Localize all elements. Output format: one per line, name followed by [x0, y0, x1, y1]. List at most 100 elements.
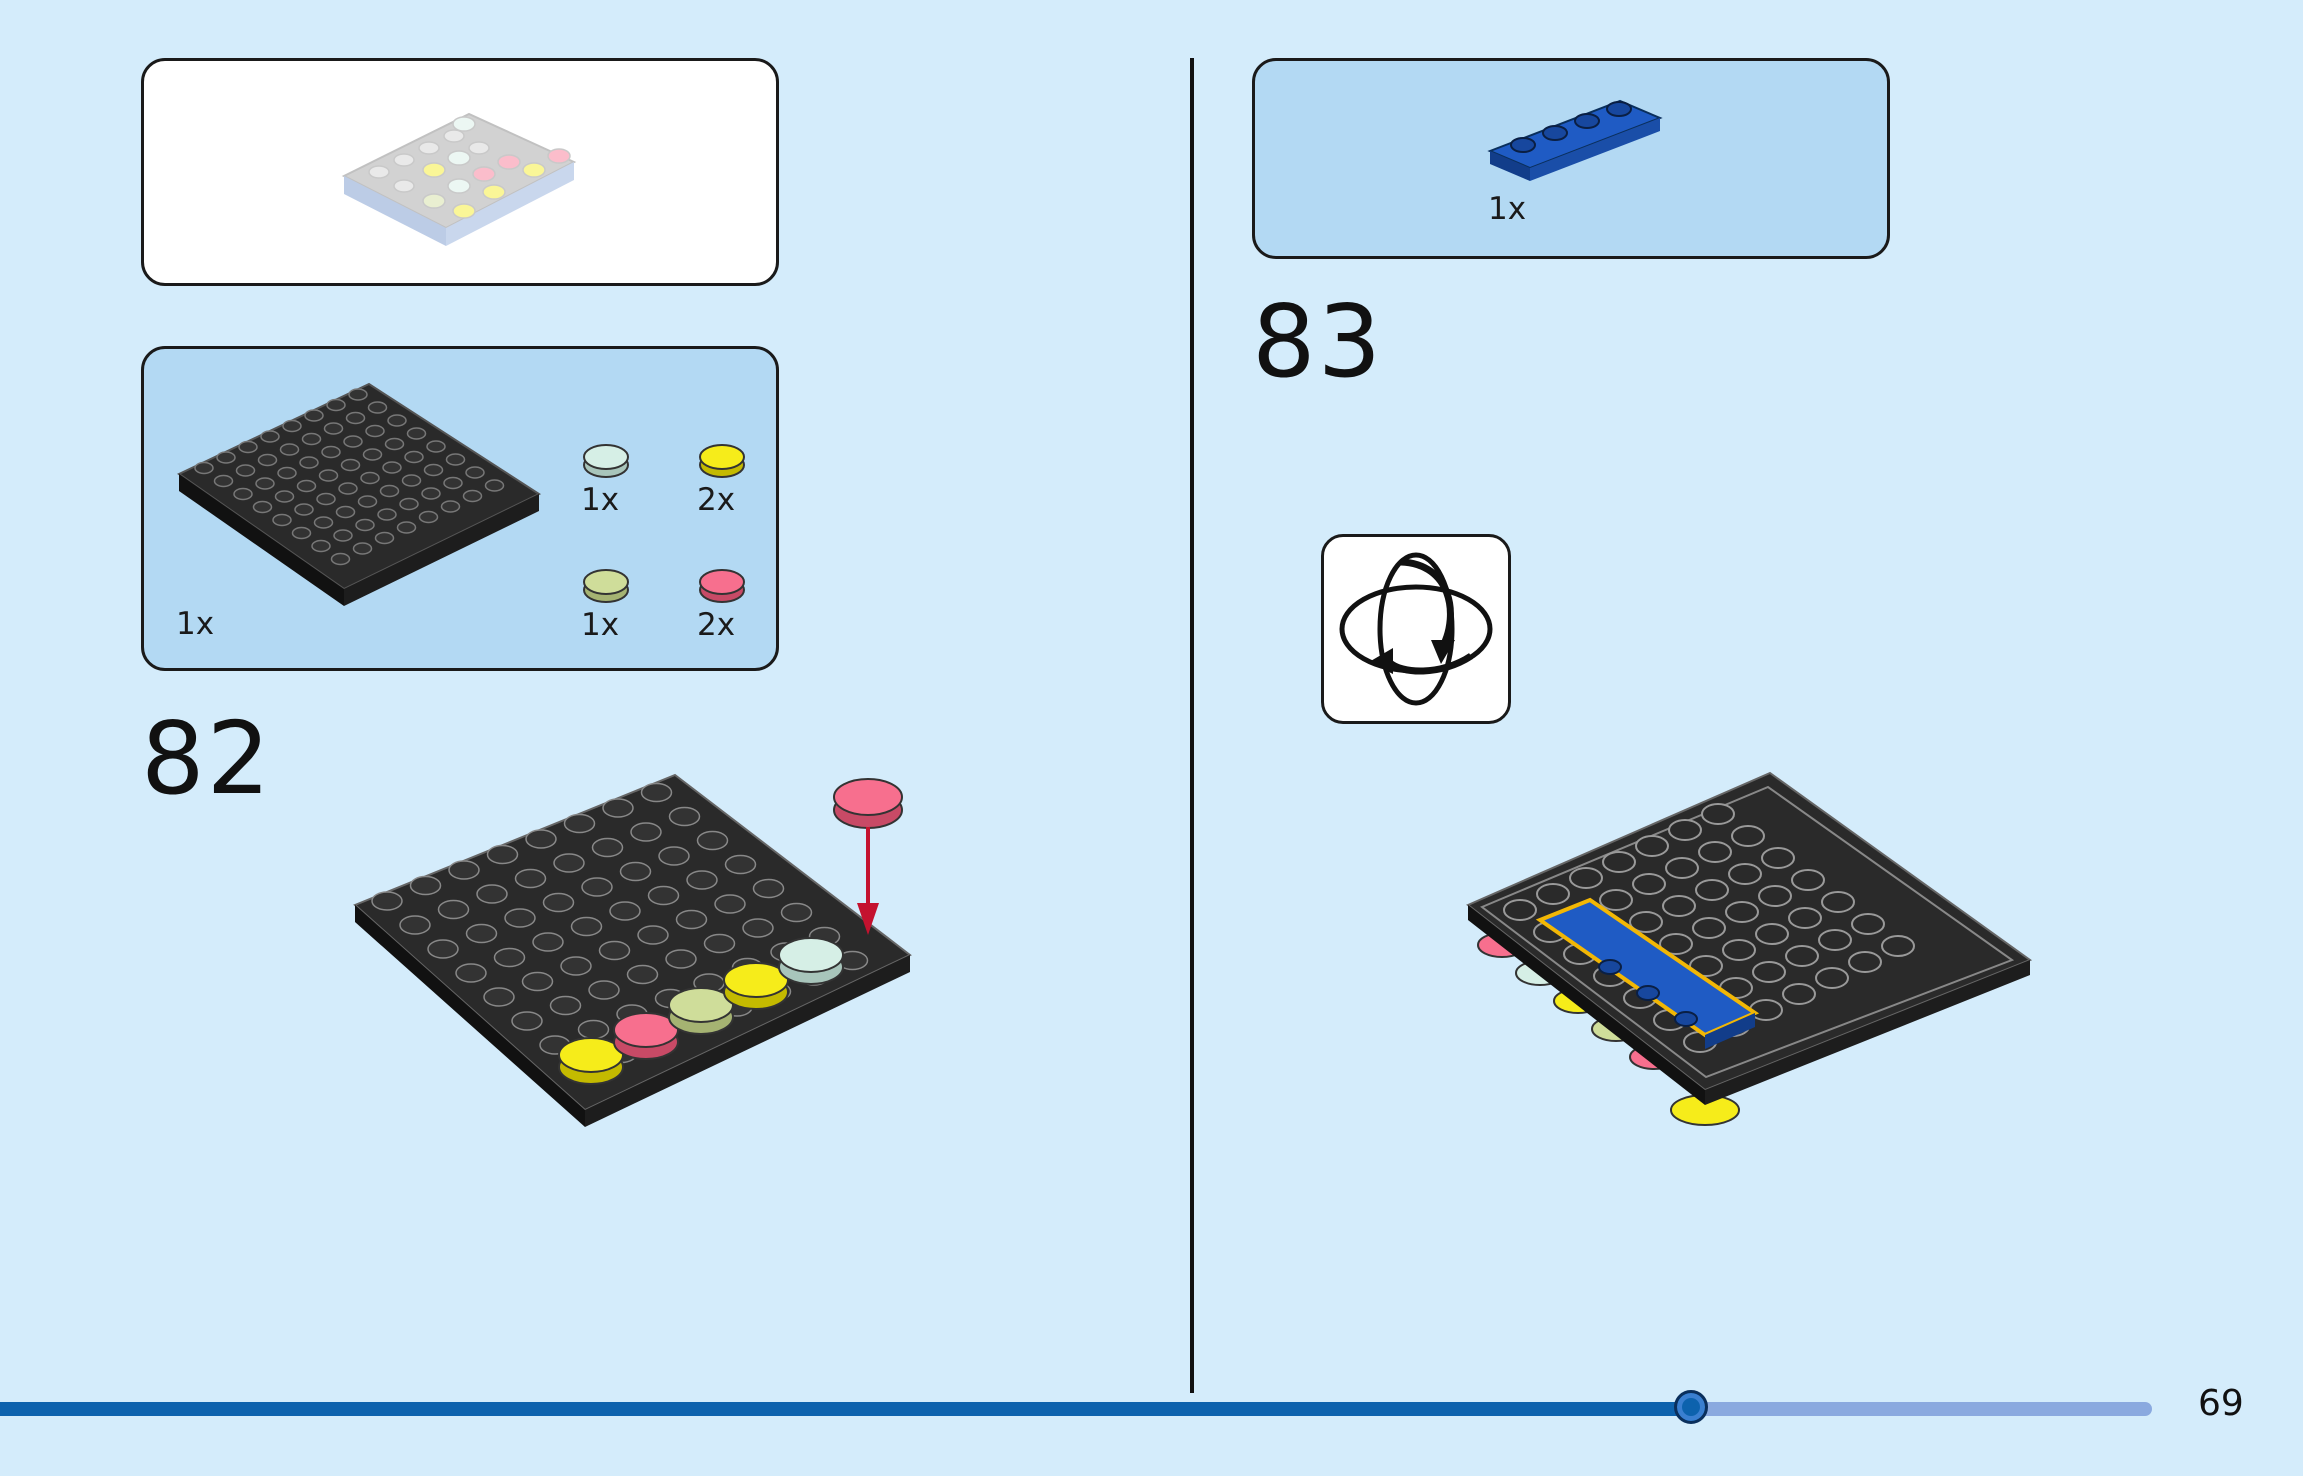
- parts-list-panel-step-82: 1x 1x 2x 1x 2x: [141, 346, 779, 671]
- plate-tube: [1731, 825, 1765, 847]
- plate-stud: [609, 901, 641, 921]
- plate-tube: [1632, 873, 1666, 895]
- plate-stud: [560, 956, 592, 976]
- plate-stud: [696, 830, 729, 851]
- plate-stud: [581, 877, 613, 897]
- plate-stud: [323, 422, 344, 435]
- plate-stud: [437, 899, 470, 920]
- plate-stud: [274, 490, 295, 503]
- plate-stud: [427, 939, 459, 959]
- plate-stud: [423, 463, 444, 477]
- plate-tube: [1815, 967, 1849, 989]
- plate-stud: [418, 510, 439, 524]
- plate-stud: [365, 424, 385, 438]
- plate-stud: [525, 829, 557, 849]
- plate-stud: [272, 513, 292, 527]
- plate-stud: [553, 853, 585, 873]
- plate-tube: [1881, 935, 1915, 957]
- previous-build-preview-panel: [141, 58, 779, 286]
- plate-stud: [216, 451, 236, 464]
- plate-stud: [316, 492, 336, 506]
- plate-stud: [338, 482, 358, 495]
- plate-stud: [563, 813, 596, 834]
- progress-knob: [1674, 1390, 1708, 1424]
- plate-stud: [399, 915, 431, 935]
- plate-stud: [465, 466, 485, 479]
- plate-stud: [426, 440, 446, 453]
- plate-stud: [374, 531, 395, 545]
- plate-stud: [486, 844, 519, 865]
- plate-stud: [340, 458, 361, 472]
- plate-stud: [443, 476, 463, 490]
- blue-plate-quantity: 1x: [1488, 191, 1527, 227]
- plate-stud: [455, 963, 487, 983]
- plate-tube: [1602, 851, 1636, 873]
- plate-stud: [630, 822, 662, 842]
- plate-stud: [742, 918, 774, 938]
- plate-stud: [371, 891, 403, 911]
- page-divider: [1190, 58, 1194, 1393]
- progress-fill: [0, 1402, 1691, 1416]
- plate-tube: [1851, 913, 1885, 935]
- plate-stud: [483, 987, 515, 1007]
- plate-tube: [1659, 933, 1693, 955]
- plate-stud: [279, 443, 300, 456]
- tile-round-pink-part: [699, 569, 745, 603]
- plate-tube: [1536, 883, 1570, 905]
- plate-stud: [299, 456, 319, 469]
- plate-stud: [665, 949, 697, 969]
- plate-stud: [668, 806, 701, 827]
- plate-tube: [1662, 895, 1696, 917]
- plate-stud: [213, 474, 234, 488]
- plate-tube: [1761, 847, 1795, 869]
- plate-tube: [1722, 939, 1756, 961]
- plate-stud: [570, 916, 603, 937]
- plate-stud: [549, 995, 582, 1016]
- tile-mint-quantity: 1x: [581, 482, 620, 518]
- plate-stud: [445, 453, 466, 466]
- plate-stud: [409, 875, 442, 896]
- plate-tube: [1848, 951, 1882, 973]
- plate-stud: [421, 487, 441, 500]
- plate-tube: [1698, 841, 1732, 863]
- plate-stud: [257, 453, 278, 467]
- plate-tube: [1782, 983, 1816, 1005]
- parts-list-panel-step-83: 1x: [1252, 58, 1890, 259]
- plate-tube: [1818, 929, 1852, 951]
- plate-tube: [1503, 899, 1537, 921]
- plate-tube: [1758, 885, 1792, 907]
- plate-tube: [1728, 863, 1762, 885]
- plate-stud: [647, 885, 680, 906]
- plate-tube: [1695, 879, 1729, 901]
- plate-stud: [345, 411, 366, 425]
- plate-stud: [703, 933, 736, 954]
- plate-stud: [343, 435, 363, 448]
- plate-stud: [588, 980, 620, 1000]
- step-82-build-illustration: [353, 773, 912, 1127]
- plate-stud: [752, 878, 785, 899]
- plate-tube: [1599, 889, 1633, 911]
- plate-stud: [194, 461, 214, 475]
- plate-stud: [277, 466, 297, 480]
- faded-model-preview: [341, 112, 577, 246]
- plate-stud: [377, 508, 397, 521]
- plate-stud: [484, 479, 505, 492]
- plate-stud: [238, 440, 258, 454]
- plate-stud: [440, 500, 461, 513]
- plate-stud: [404, 450, 424, 464]
- plate-stud: [333, 529, 353, 542]
- plate-stud: [521, 971, 554, 992]
- plate-stud: [658, 846, 690, 866]
- plate-stud: [542, 892, 575, 913]
- rotate-model-icon: [1339, 552, 1493, 706]
- plate-stud: [233, 487, 253, 501]
- plate-stud: [255, 477, 275, 490]
- plate-stud: [637, 925, 669, 945]
- plate-tube: [1668, 819, 1702, 841]
- plate-stud: [282, 419, 302, 433]
- plate-stud: [714, 894, 746, 914]
- plate-tube: [1791, 869, 1825, 891]
- plate-stud: [598, 940, 631, 961]
- plate-stud: [348, 388, 368, 401]
- plate-tube: [1569, 867, 1603, 889]
